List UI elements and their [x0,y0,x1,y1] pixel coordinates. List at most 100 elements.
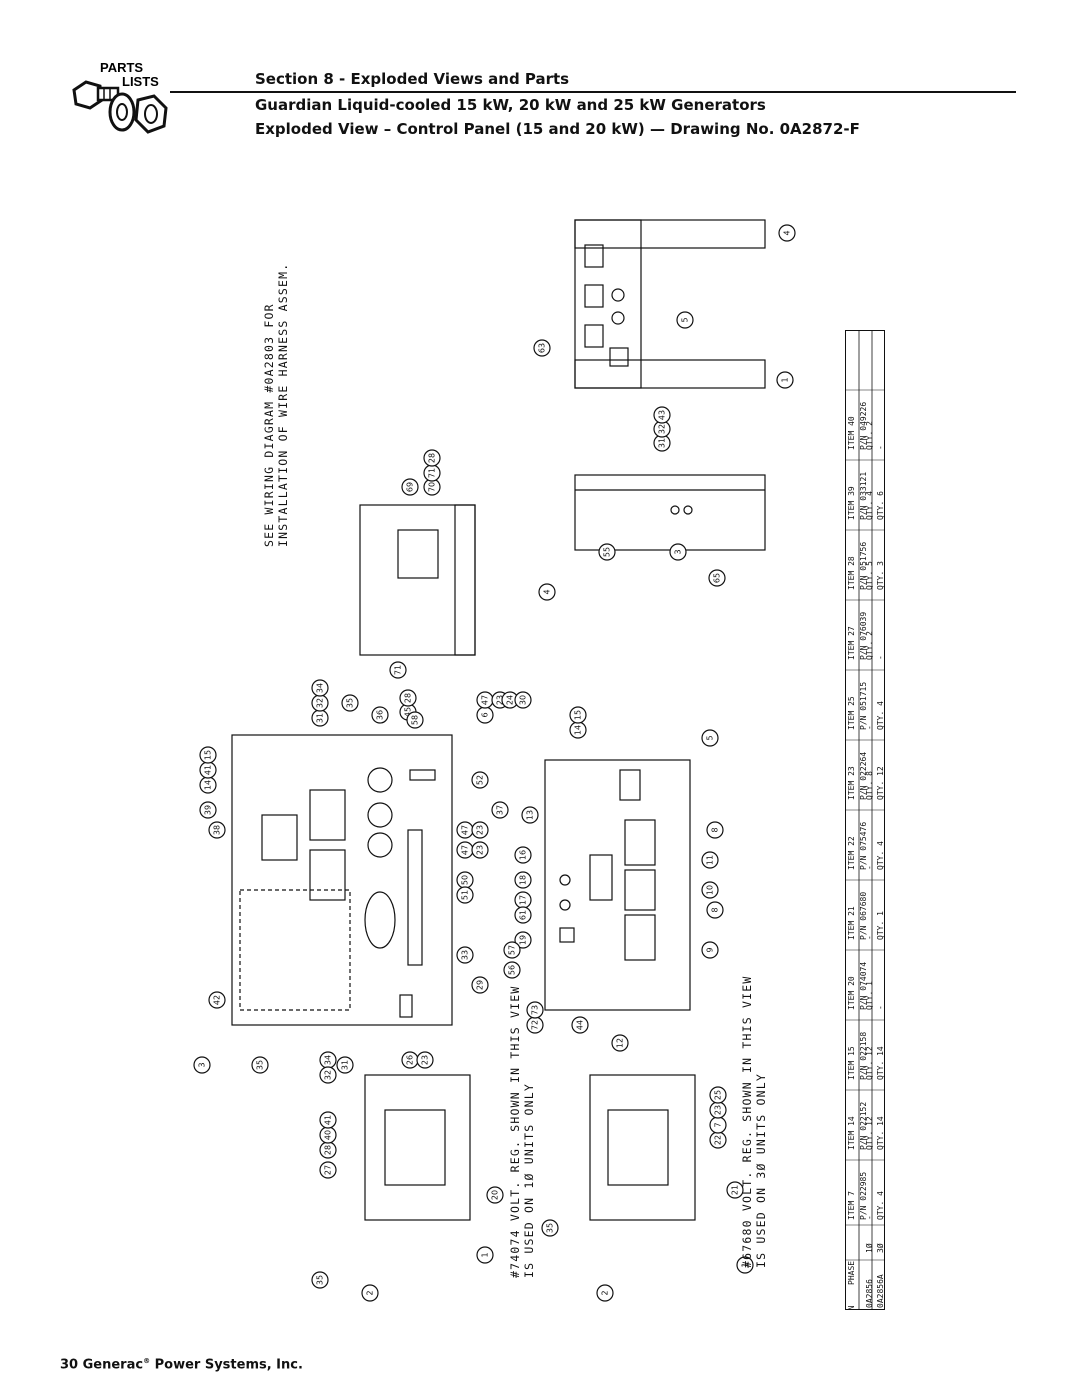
callout-number: 1 [741,1262,750,1267]
callout-balloon: 14 [199,776,217,794]
table-phase-value: 3Ø [875,1243,885,1253]
callout-balloon: 13 [521,806,539,824]
callout-number: 58 [411,715,420,725]
regulator-panel [544,759,691,1011]
callout-number: 56 [508,965,517,975]
callout-balloon: 58 [406,711,424,729]
callout-number: 4 [783,230,792,235]
company-name-rest: Power Systems, Inc. [154,1357,303,1373]
callout-balloon: 5 [676,311,694,329]
callout-balloon: 22 [709,1131,727,1149]
logo-lists-text: LISTS [122,74,159,89]
callout-number: 32 [316,698,325,708]
callout-balloon: 7 [709,1116,727,1134]
page-footer: 30 Generac® Power Systems, Inc. [60,1357,303,1372]
page-number: 30 [60,1357,79,1373]
callout-balloon: 37 [491,801,509,819]
page-subtitle: Guardian Liquid-cooled 15 kW, 20 kW and … [255,96,766,114]
callout-number: 47 [481,695,490,705]
table-header-cell: ITEM 40 [847,416,856,450]
callout-number: 11 [706,855,715,865]
table-qty-cell: - [876,445,885,450]
callout-number: 32 [324,1070,333,1080]
callout-number: 39 [204,805,213,815]
table-phase-value: 1Ø [864,1243,874,1253]
table-qty-cell: QTY. 12 [876,766,885,800]
callout-number: 28 [428,453,437,463]
callout-balloon: 10 [701,881,719,899]
table-pn-cell: P/N 022264 [859,752,868,800]
callout-number: 23 [476,845,485,855]
table-header-cell: ITEM 21 [847,906,856,940]
callout-balloon: 3 [669,543,687,561]
table-qty-cell: QTY. 1 [876,911,885,940]
callout-number: 72 [531,1020,540,1030]
table-header-cell: ITEM 39 [847,486,856,520]
callout-balloon: 1 [776,371,794,389]
callout-number: 35 [316,1275,325,1285]
table-qty-cell: QTY. 4 [876,841,885,870]
callout-balloon: 35 [251,1056,269,1074]
company-name: Generac [82,1357,144,1373]
callout-balloon: 61 [514,906,532,924]
callout-number: 14 [204,780,213,790]
callout-number: 1 [781,377,790,382]
callout-balloon: 25 [709,1086,727,1104]
vr-1ph-note-1: #74074 VOLT. REG. SHOWN IN THIS VIEW [508,985,522,1278]
table-pn-cell: P/N 022158 [859,1032,868,1080]
table-header-cell: ITEM 27 [847,626,856,660]
table-qty-cell: QTY. 12 [865,1046,874,1080]
table-pn-cell: P/N 033121 [859,472,868,520]
table-pn-cell: P/N 067680 [859,892,868,940]
callout-number: 6 [481,712,490,717]
header-rule [170,91,1016,93]
table-qty-cell: QTY. 14 [876,1116,885,1150]
callout-balloon: 35 [341,694,359,712]
registered-mark: ® [143,1357,151,1365]
callout-balloon: 31 [311,709,329,727]
callout-number: 7 [714,1122,723,1127]
table-qty-cell: QTY. 2 [865,631,874,660]
callout-number: 21 [731,1185,740,1195]
callout-balloon: 2 [361,1284,379,1302]
table-pn-cell: P/N 022152 [859,1102,868,1150]
table-qty-cell: QTY. 4 [865,491,874,520]
callout-number: 23 [714,1105,723,1115]
drawing-title: Exploded View – Control Panel (15 and 20… [255,120,860,138]
callout-balloon: 23 [471,821,489,839]
callout-number: 28 [404,693,413,703]
callout-balloon: 57 [503,941,521,959]
callout-number: 20 [491,1190,500,1200]
callout-balloon: 4 [538,583,556,601]
callout-balloon: 50 [456,871,474,889]
callout-number: 43 [658,410,667,420]
main-control-panel [231,734,453,1026]
table-pn-cell: P/N 075476 [859,822,868,870]
callout-number: 41 [204,765,213,775]
table-qty-cell: QTY. 12 [865,1116,874,1150]
callout-number: 1 [481,1252,490,1257]
callout-balloon: 24 [501,691,519,709]
callout-number: 71 [428,468,437,478]
callout-balloon: 47 [476,691,494,709]
table-header-cell: ITEM 22 [847,836,856,870]
callout-balloon: 1 [476,1246,494,1264]
callout-balloon: 21 [726,1181,744,1199]
callout-balloon: 19 [514,931,532,949]
callout-balloon: 11 [701,851,719,869]
callout-balloon: 44 [571,1016,589,1034]
callout-balloon: 35 [311,1271,329,1289]
table-header-cell: P/N [847,1305,856,1310]
wiring-note-2: INSTALLATION OF WIRE HARNESS ASSEM. [276,262,290,547]
callout-number: 31 [658,438,667,448]
callout-number: 9 [706,947,715,952]
callout-number: 23 [476,825,485,835]
table-pn-cell: P/N 051715 [859,682,868,730]
callout-number: 3 [198,1062,207,1067]
callout-balloon: 6 [476,706,494,724]
table-qty-cell: QTY. 3 [876,561,885,590]
callout-number: 44 [576,1020,585,1030]
callout-number: 24 [506,695,515,705]
callout-balloon: 42 [208,991,226,1009]
